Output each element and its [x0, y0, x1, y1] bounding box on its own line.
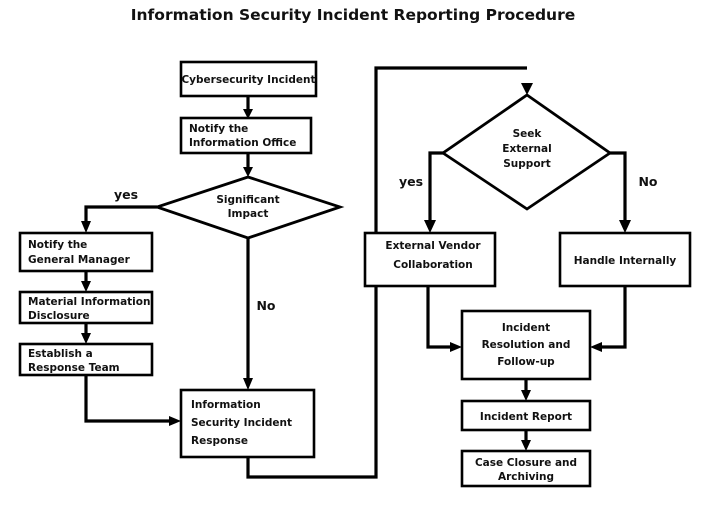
arrow-head-icon [521, 440, 531, 451]
node-label-line1: Case Closure and [475, 457, 577, 469]
node-label-line1: Information [191, 399, 261, 411]
node-label-line2: Archiving [498, 471, 554, 483]
arrow-head-icon [590, 342, 602, 352]
node-label-line2: Disclosure [28, 310, 90, 322]
arrow-head-icon [424, 220, 436, 233]
node-label-line1: Notify the [189, 123, 248, 135]
node-box-shape [460, 309, 592, 381]
node-label-line1: Seek [513, 128, 543, 140]
edge-decision-yes-to-notify-gm [84, 205, 157, 223]
node-incident-report[interactable]: Incident Report [460, 399, 592, 432]
node-label-line2: Impact [228, 208, 269, 220]
node-incident-resolution-followup[interactable]: Incident Resolution and Follow-up [460, 309, 592, 381]
node-label-line2: Resolution and [482, 339, 571, 351]
node-case-closure-archiving[interactable]: Case Closure and Archiving [460, 449, 592, 488]
node-seek-external-support-decision[interactable]: Seek External Support [440, 93, 613, 211]
node-box-shape [558, 231, 692, 288]
edge-vendor-to-resolution [426, 286, 452, 349]
node-label: Cybersecurity Incident [181, 74, 315, 86]
arrow-head-icon [243, 167, 253, 177]
node-box-shape [179, 388, 316, 459]
node-information-security-incident-response[interactable]: Information Security Incident Response [179, 388, 316, 459]
node-material-information-disclosure[interactable]: Material Information Disclosure [18, 290, 154, 325]
node-label-line3: Follow-up [497, 356, 555, 368]
node-label: Incident Report [480, 411, 572, 423]
node-box-shape [179, 60, 318, 98]
arrow-head-icon [521, 83, 533, 95]
arrow-head-icon [81, 281, 91, 292]
edge-handle-internally-to-resolution [600, 286, 627, 349]
arrow-head-icon [81, 221, 91, 233]
node-box-shape [460, 399, 592, 432]
node-label-line1: Material Information [28, 296, 150, 308]
connectors [81, 66, 631, 479]
node-notify-general-manager[interactable]: Notify the General Manager [18, 231, 154, 273]
node-diamond-shape [152, 175, 345, 240]
node-significant-impact-decision[interactable]: Significant Impact [152, 175, 345, 240]
node-label-line2: Collaboration [393, 259, 473, 271]
arrow-head-icon [243, 109, 253, 119]
node-notify-information-office[interactable]: Notify the Information Office [179, 116, 313, 155]
arrow-head-icon [243, 378, 253, 390]
edge-response-team-to-isir [84, 375, 172, 423]
node-establish-response-team[interactable]: Establish a Response Team [18, 342, 154, 377]
node-label-line2: Information Office [189, 137, 296, 149]
arrow-head-icon [169, 416, 181, 426]
node-label-line3: Support [503, 158, 550, 170]
node-label-line2: External [502, 143, 551, 155]
arrow-head-icon [450, 342, 462, 352]
arrow-head-icon [521, 390, 531, 401]
edge-label-significant-impact-yes: yes [114, 187, 138, 202]
node-label-line3: Response [191, 435, 248, 447]
edge-label-significant-impact-no: No [256, 298, 275, 313]
page-title: Information Security Incident Reporting … [131, 6, 576, 24]
node-handle-internally[interactable]: Handle Internally [558, 231, 692, 288]
node-label-line1: Establish a [28, 348, 93, 360]
arrow-head-icon [81, 333, 91, 344]
node-label-line2: Response Team [28, 362, 120, 374]
node-label-line2: Security Incident [191, 417, 292, 429]
edge-label-seek-external-support-no: No [638, 174, 657, 189]
arrow-head-icon [619, 220, 631, 233]
node-cybersecurity-incident[interactable]: Cybersecurity Incident [179, 60, 318, 98]
node-box-shape [18, 342, 154, 377]
edge-isir-to-seek-external-support [246, 66, 527, 479]
node-label-line2: General Manager [28, 254, 131, 266]
edge-label-seek-external-support-yes: yes [399, 174, 423, 189]
edge-seek-yes-to-vendor [428, 151, 443, 222]
node-external-vendor-collaboration[interactable]: External Vendor Collaboration [363, 231, 497, 288]
node-diamond-shape [440, 93, 613, 211]
node-label-line1: Notify the [28, 239, 87, 251]
node-label-line1: External Vendor [385, 240, 481, 252]
node-box-shape [363, 231, 497, 288]
node-label-line1: Significant [216, 194, 279, 206]
edge-seek-no-to-handle-internally [610, 151, 627, 222]
node-label: Handle Internally [574, 255, 677, 267]
node-box-shape [179, 116, 313, 155]
node-box-shape [18, 290, 154, 325]
node-box-shape [460, 449, 592, 488]
node-label-line1: Incident [502, 322, 550, 334]
node-box-shape [18, 231, 154, 273]
